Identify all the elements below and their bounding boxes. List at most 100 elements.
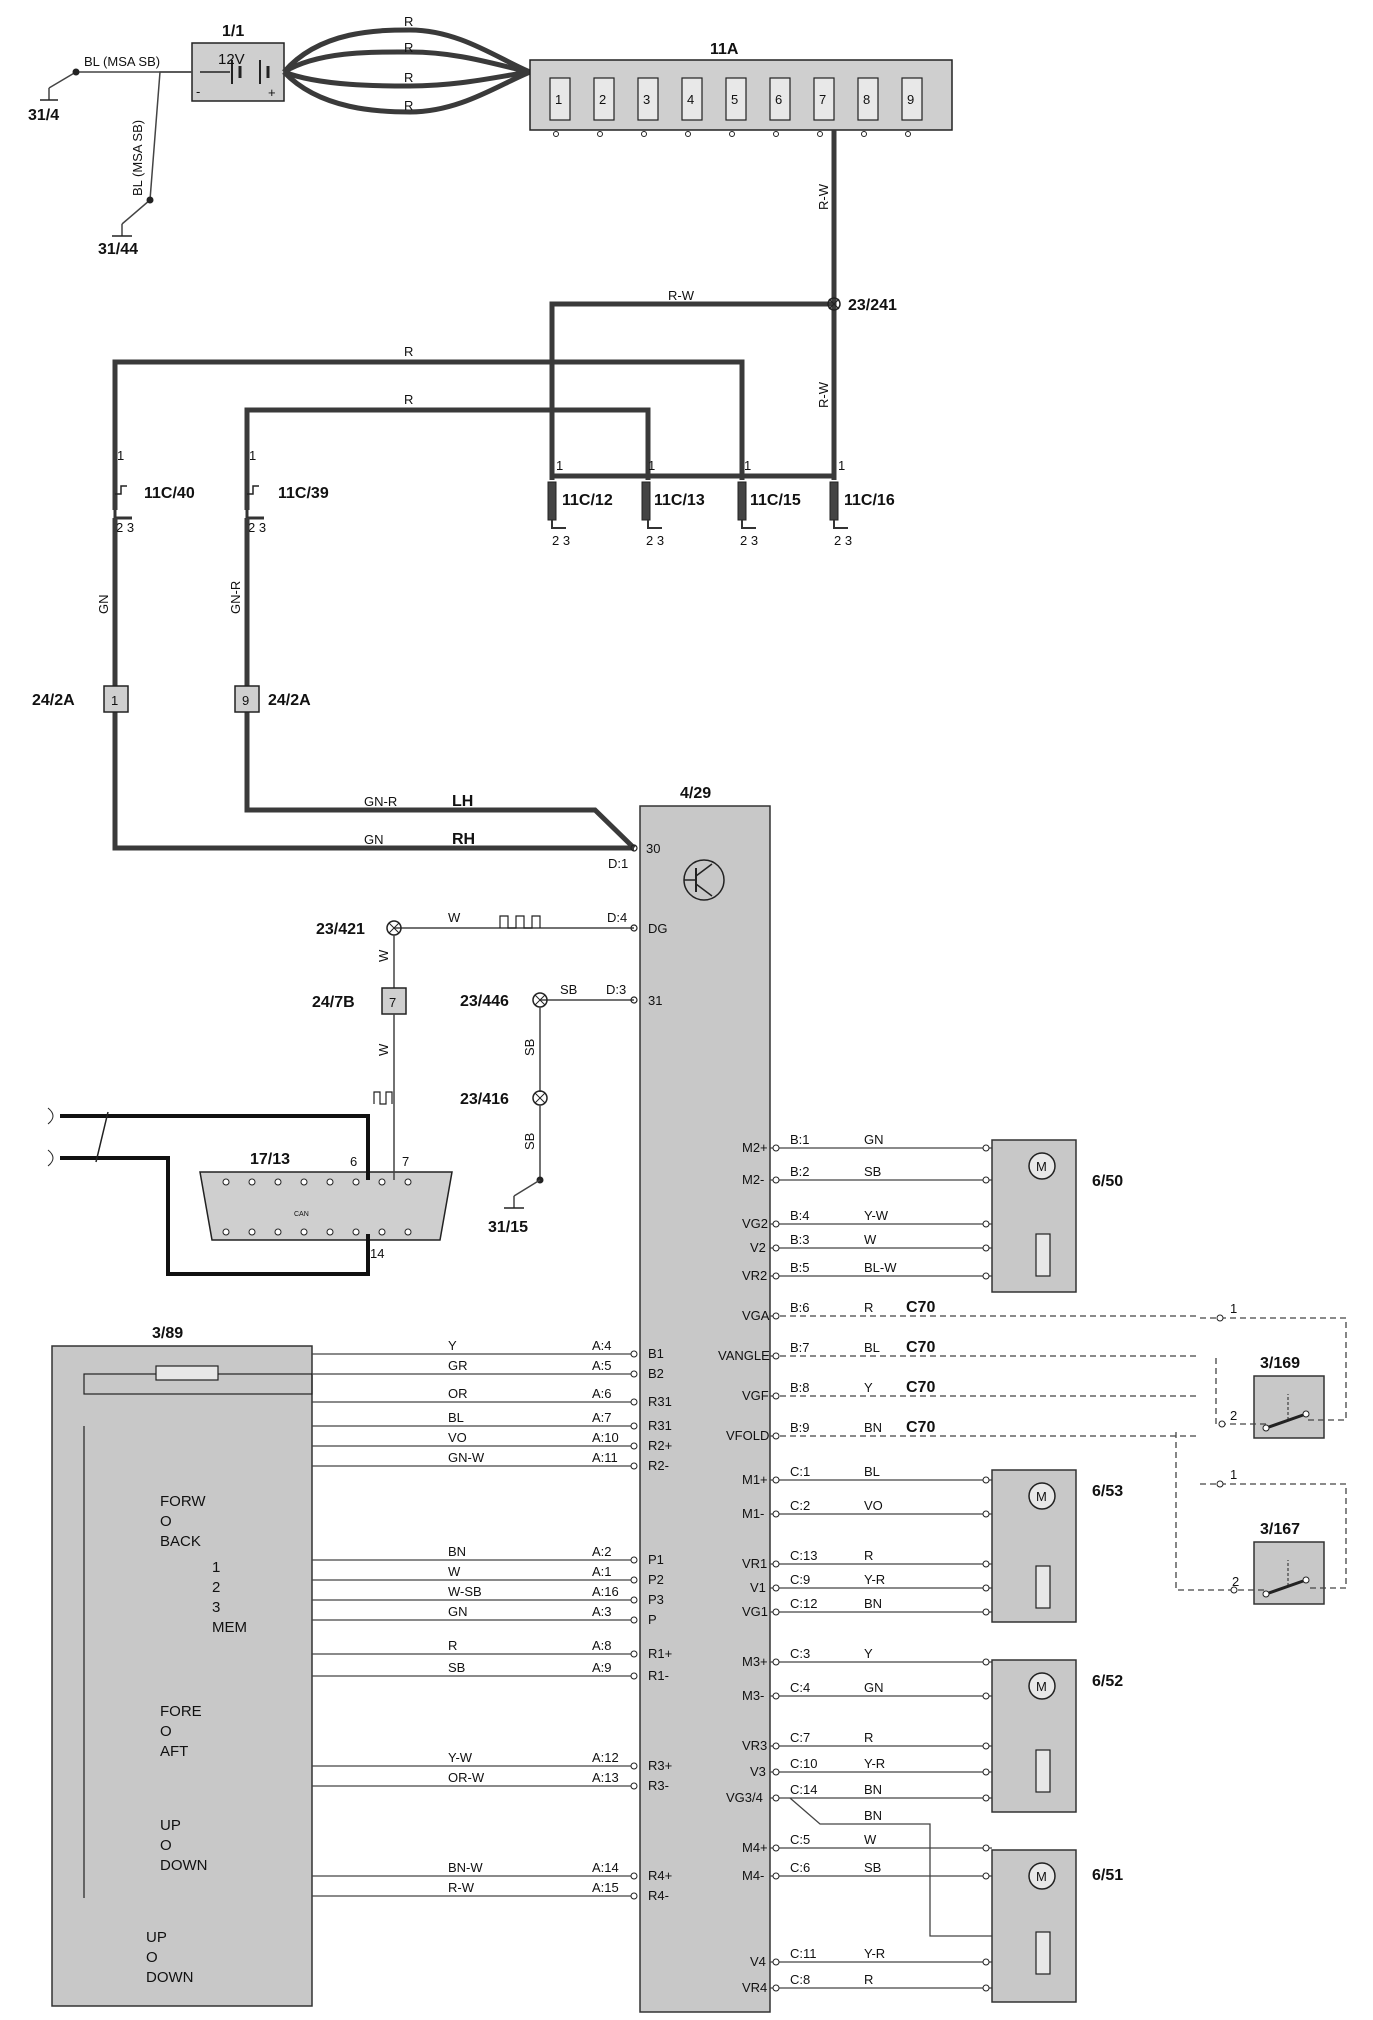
module-pin-label: M1-	[742, 1506, 764, 1521]
module-pin-terminal	[772, 1392, 780, 1400]
connector-pin: C:2	[790, 1498, 810, 1513]
fusebox-label: 11A	[710, 41, 739, 58]
connector-pin: C:5	[790, 1832, 810, 1847]
svg-text:2 3: 2 3	[116, 520, 134, 535]
dlc-pin	[248, 1228, 256, 1236]
module-pin-terminal	[772, 1692, 780, 1700]
connector-pin: A:15	[592, 1880, 619, 1895]
dlc-pin	[352, 1178, 360, 1186]
wire-label: VO	[448, 1430, 467, 1445]
fuse-number: 7	[819, 92, 826, 107]
fuse-11c12: 11C/12	[562, 492, 613, 509]
connector-pin: C:7	[790, 1730, 810, 1745]
svg-text:7: 7	[402, 1154, 409, 1169]
dlc-pin	[300, 1178, 308, 1186]
module-pin-terminal	[630, 1350, 638, 1358]
module-pin-label: M1+	[742, 1472, 768, 1487]
fuse-11c39: 11C/39	[278, 485, 329, 502]
svg-text:2 3: 2 3	[552, 533, 570, 548]
module-pin-terminal	[772, 1244, 780, 1252]
wire-label: R	[404, 14, 413, 29]
wire-label: OR	[448, 1386, 468, 1401]
module-pin-label: R4-	[648, 1888, 669, 1903]
wire-label: SB	[560, 982, 577, 997]
motor-pin-terminal	[982, 1844, 990, 1852]
motor-6-53-label: 6/53	[1092, 1483, 1123, 1500]
connector-pin: C:3	[790, 1646, 810, 1661]
svg-text:D:3: D:3	[606, 982, 626, 997]
wire-label: R	[404, 98, 413, 113]
module-pin-terminal	[772, 1844, 780, 1852]
module-pin-terminal	[630, 1616, 638, 1624]
svg-text:FORW: FORW	[160, 1493, 206, 1510]
wire-label: GN	[96, 595, 111, 615]
motor-pin-terminal	[982, 1560, 990, 1568]
module-pin-label: R2-	[648, 1458, 669, 1473]
fuse-slot	[901, 77, 923, 121]
module-pin-terminal	[772, 1220, 780, 1228]
svg-text:2: 2	[1232, 1574, 1239, 1589]
wire-label: Y-W	[864, 1208, 889, 1223]
motor-pin-terminal	[982, 1220, 990, 1228]
wire-label: R-W	[448, 1880, 475, 1895]
fuse-11c13: 11C/13	[654, 492, 705, 509]
connector-pin: B:1	[790, 1132, 810, 1147]
ground-31-4: 31/4	[28, 107, 59, 124]
svg-text:M: M	[1036, 1679, 1047, 1694]
module-pin-label: V3	[750, 1764, 766, 1779]
conn-24-7b: 24/7B	[312, 994, 355, 1011]
fuse-terminal	[685, 131, 691, 137]
splice-23-416: 23/416	[460, 1091, 509, 1108]
connector-pin: A:6	[592, 1386, 612, 1401]
dlc-pin	[326, 1228, 334, 1236]
seat-switch-3-89: 3/89 FORW O BACK 1 2 3 MEM FORE O AFT UP…	[51, 1325, 313, 2007]
module-pin-terminal	[772, 1984, 780, 1992]
fuse-number: 6	[775, 92, 782, 107]
fuse-number: 3	[643, 92, 650, 107]
svg-text:DOWN: DOWN	[146, 1969, 194, 1986]
connector-pin: A:14	[592, 1860, 619, 1875]
wire-label: SB	[864, 1164, 881, 1179]
module-pin-terminal	[772, 1176, 780, 1184]
module-pin-terminal	[630, 1650, 638, 1658]
wire-label: GN	[864, 1680, 884, 1695]
svg-text:2 3: 2 3	[740, 533, 758, 548]
connector-pin: A:16	[592, 1584, 619, 1599]
wire-label: GN-W	[448, 1450, 485, 1465]
svg-text:MEM: MEM	[212, 1619, 247, 1636]
wire-label: BN	[448, 1544, 466, 1559]
svg-text:-: -	[196, 84, 200, 99]
model-note: C70	[906, 1339, 935, 1356]
wire-label: Y	[864, 1380, 873, 1395]
wire-label: SB	[522, 1039, 537, 1056]
fuse-terminal	[641, 131, 647, 137]
fuse-11c15: 11C/15	[750, 492, 801, 509]
motor-pin-terminal	[982, 1510, 990, 1518]
svg-text:3: 3	[212, 1599, 220, 1616]
fuse-slot	[681, 77, 703, 121]
module-pin-terminal	[772, 1794, 780, 1802]
fuse-terminal	[553, 131, 559, 137]
lh-label: LH	[452, 793, 473, 810]
svg-text:1: 1	[556, 458, 563, 473]
wire-label: BN	[864, 1596, 882, 1611]
conn-24-2a-right: 24/2A	[268, 692, 311, 709]
svg-text:O: O	[146, 1949, 158, 1966]
wire-label: W	[376, 1043, 391, 1056]
module-pin-label: R1-	[648, 1668, 669, 1683]
connector-pin: C:1	[790, 1464, 810, 1479]
wire-label: R-W	[816, 381, 831, 408]
module-pin-label: R31	[648, 1394, 672, 1409]
svg-text:2 3: 2 3	[248, 520, 266, 535]
svg-text:1: 1	[838, 458, 845, 473]
module-pin-label: VGF	[742, 1388, 769, 1403]
wire-label: VO	[864, 1498, 883, 1513]
wire-label: W	[376, 949, 391, 962]
wire-label: BN	[864, 1808, 882, 1823]
ground-31-44: 31/44	[98, 241, 138, 258]
motor-pin-terminal	[982, 1742, 990, 1750]
svg-text:1: 1	[744, 458, 751, 473]
wire-label: W	[864, 1232, 877, 1247]
module-pin-label: R3-	[648, 1778, 669, 1793]
